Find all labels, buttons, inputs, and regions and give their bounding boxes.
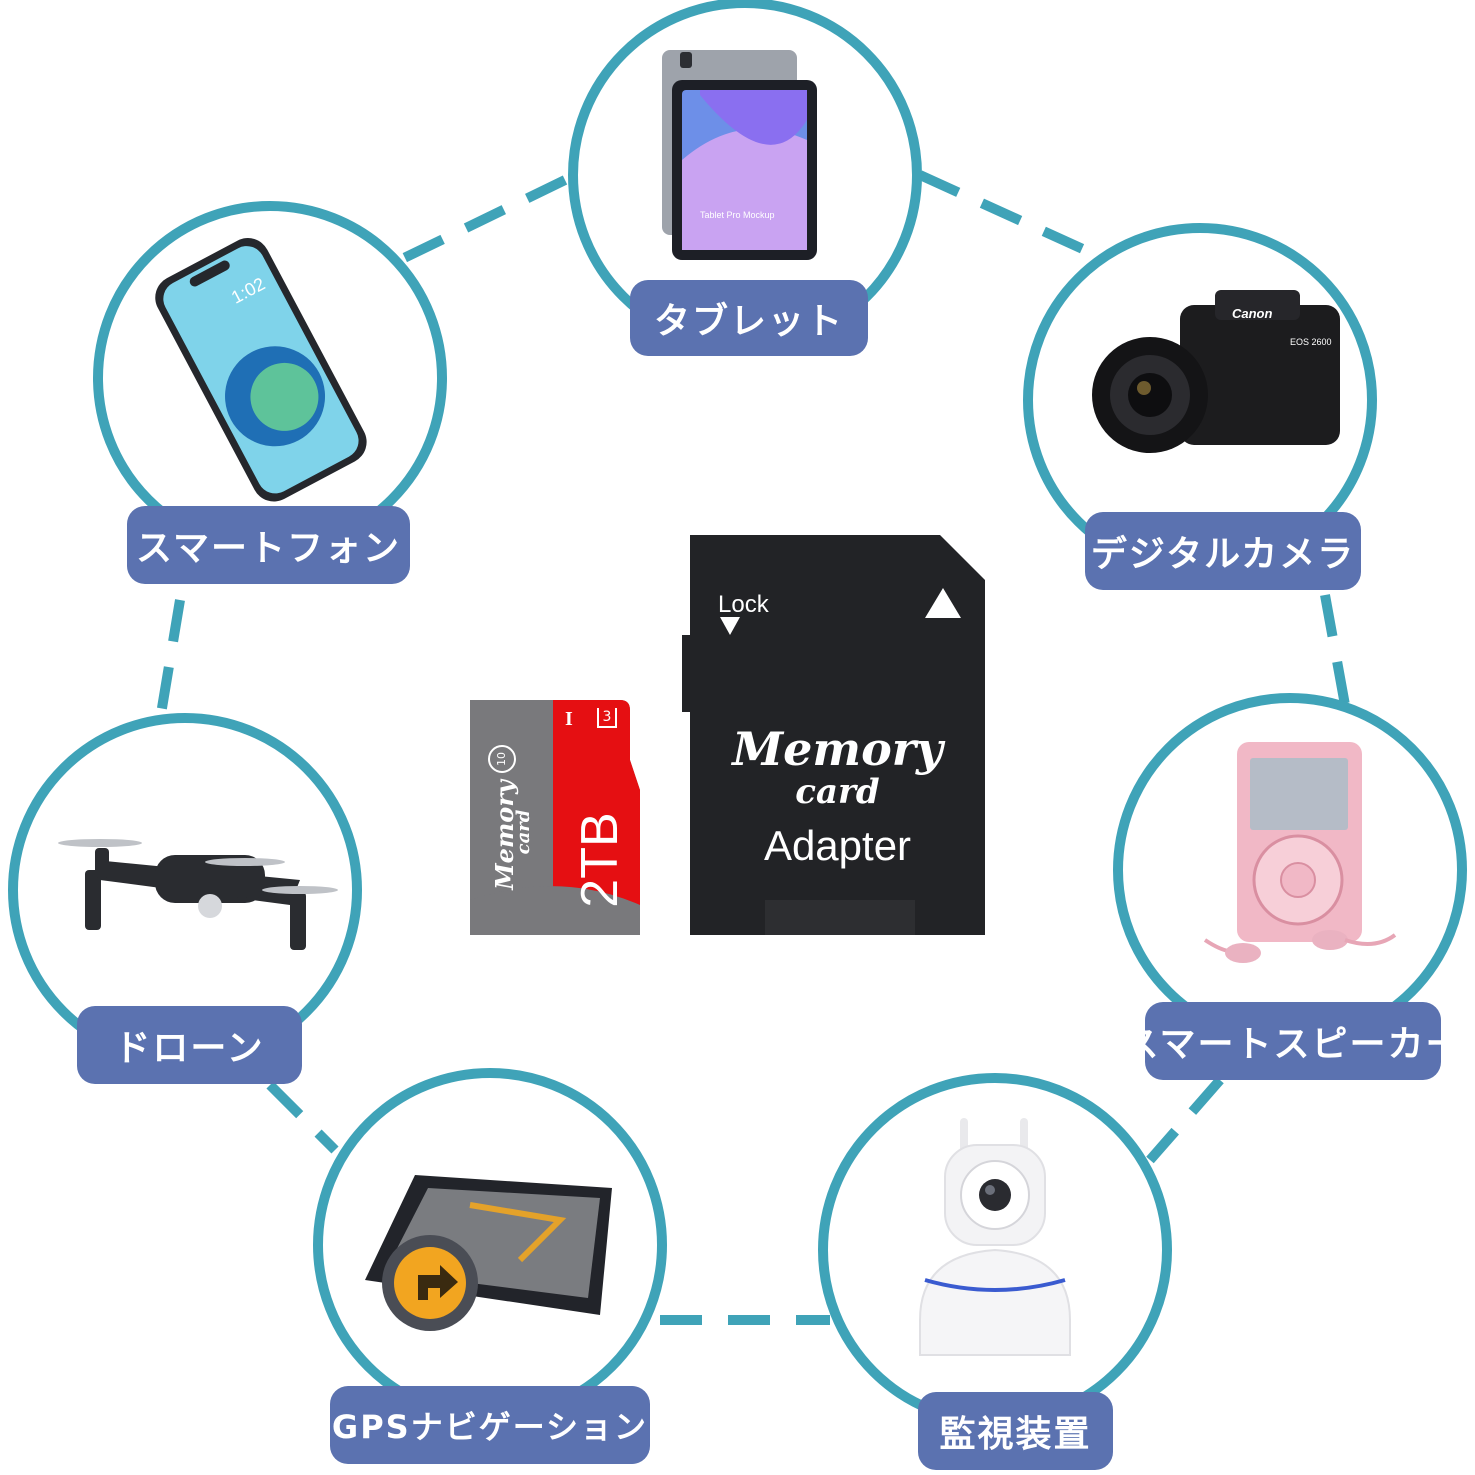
dashed-connector	[917, 170, 1088, 255]
microsd-uhs-mark: I	[565, 708, 573, 730]
drone-icon	[58, 839, 338, 950]
music-player-icon	[1203, 742, 1397, 963]
micro-sd-card-icon	[470, 700, 640, 935]
sd-adapter-icon	[682, 535, 985, 935]
microsd-brand-line2: card	[513, 809, 534, 855]
label-smart-speaker: スマートスピーカー	[1123, 1002, 1461, 1080]
dashed-connector	[155, 599, 185, 721]
label-tablet: タブレット	[630, 280, 868, 356]
smartphone-icon	[155, 238, 367, 502]
microsd-class-mark: 10	[488, 745, 516, 773]
dashed-connector	[397, 175, 568, 265]
gps-navigator-icon	[365, 1175, 612, 1331]
adapter-line2: card	[795, 772, 880, 812]
tablet-icon	[662, 50, 817, 260]
microsd-capacity: 2TB	[571, 812, 629, 908]
label-digital-camera: デジタルカメラ	[1085, 512, 1361, 590]
dashed-connector	[1146, 1076, 1224, 1164]
adapter-line3: Adapter	[763, 822, 912, 869]
adapter-line1: Memory	[732, 722, 943, 776]
camera-model: EOS 2600	[1290, 337, 1332, 347]
camera-icon	[1092, 290, 1340, 453]
dashed-connector	[1320, 594, 1350, 706]
label-gps-navigation: GPSナビゲーション	[330, 1386, 650, 1464]
label-drone: ドローン	[77, 1006, 302, 1084]
adapter-lock-label: Lock	[718, 591, 770, 618]
label-surveillance: 監視装置	[918, 1392, 1113, 1470]
dashed-connector	[266, 1081, 339, 1154]
label-smartphone: スマートフォン	[127, 506, 410, 584]
security-camera-icon	[919, 1118, 1071, 1356]
tablet-screen-title: Tablet Pro Mockup	[700, 210, 775, 220]
microsd-speed-mark: 3	[597, 708, 617, 728]
camera-brand: Canon	[1232, 306, 1273, 321]
